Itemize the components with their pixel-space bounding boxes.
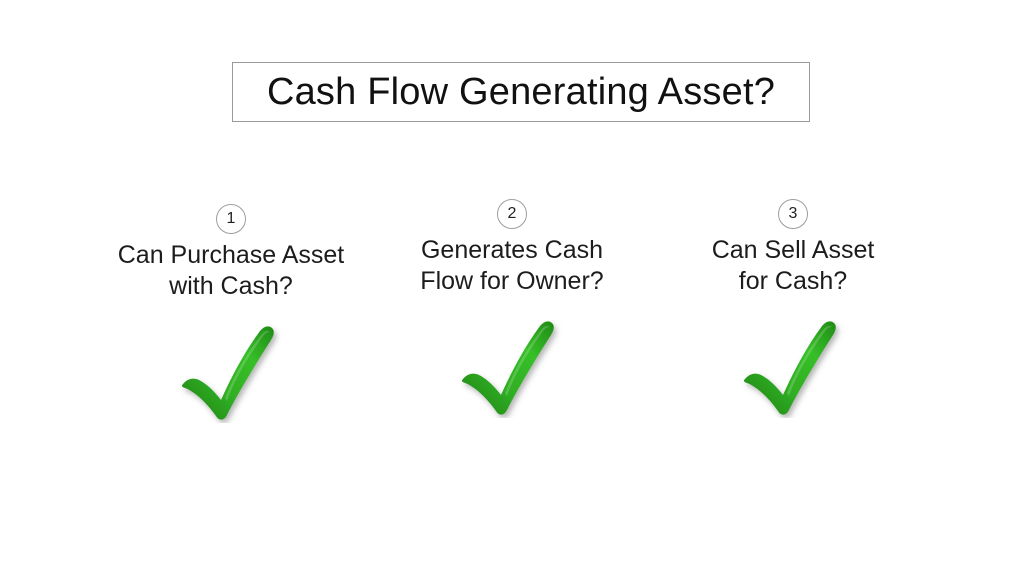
criterion-label-1: Can Purchase Asset with Cash?	[117, 241, 345, 300]
criterion-label-3: Can Sell Asset for Cash?	[711, 236, 875, 295]
step-number-badge-2: 2	[497, 199, 527, 229]
check-mark-container-2	[448, 313, 568, 423]
title-box: Cash Flow Generating Asset?	[232, 62, 810, 122]
step-number-label-1: 1	[226, 210, 236, 227]
step-number-label-3: 3	[788, 205, 798, 222]
step-number-label-2: 2	[507, 205, 517, 222]
criterion-column-2: 2 Generates Cash Flow for Owner?	[377, 190, 647, 423]
step-number-badge-3: 3	[778, 199, 808, 229]
check-mark-container-3	[730, 313, 850, 423]
criterion-label-2: Generates Cash Flow for Owner?	[420, 236, 604, 295]
criterion-column-3: 3 Can Sell Asset for Cash?	[658, 190, 928, 423]
check-icon-2	[461, 321, 554, 415]
check-icon-1	[181, 326, 274, 420]
criterion-column-1: 1 Can Purchase Asset with Cash?	[96, 190, 366, 428]
step-number-badge-1: 1	[216, 204, 246, 234]
check-icon-3	[743, 321, 836, 415]
page-title: Cash Flow Generating Asset?	[266, 71, 776, 113]
check-mark-container-1	[168, 318, 288, 428]
criteria-columns: 1 Can Purchase Asset with Cash?	[96, 190, 928, 430]
